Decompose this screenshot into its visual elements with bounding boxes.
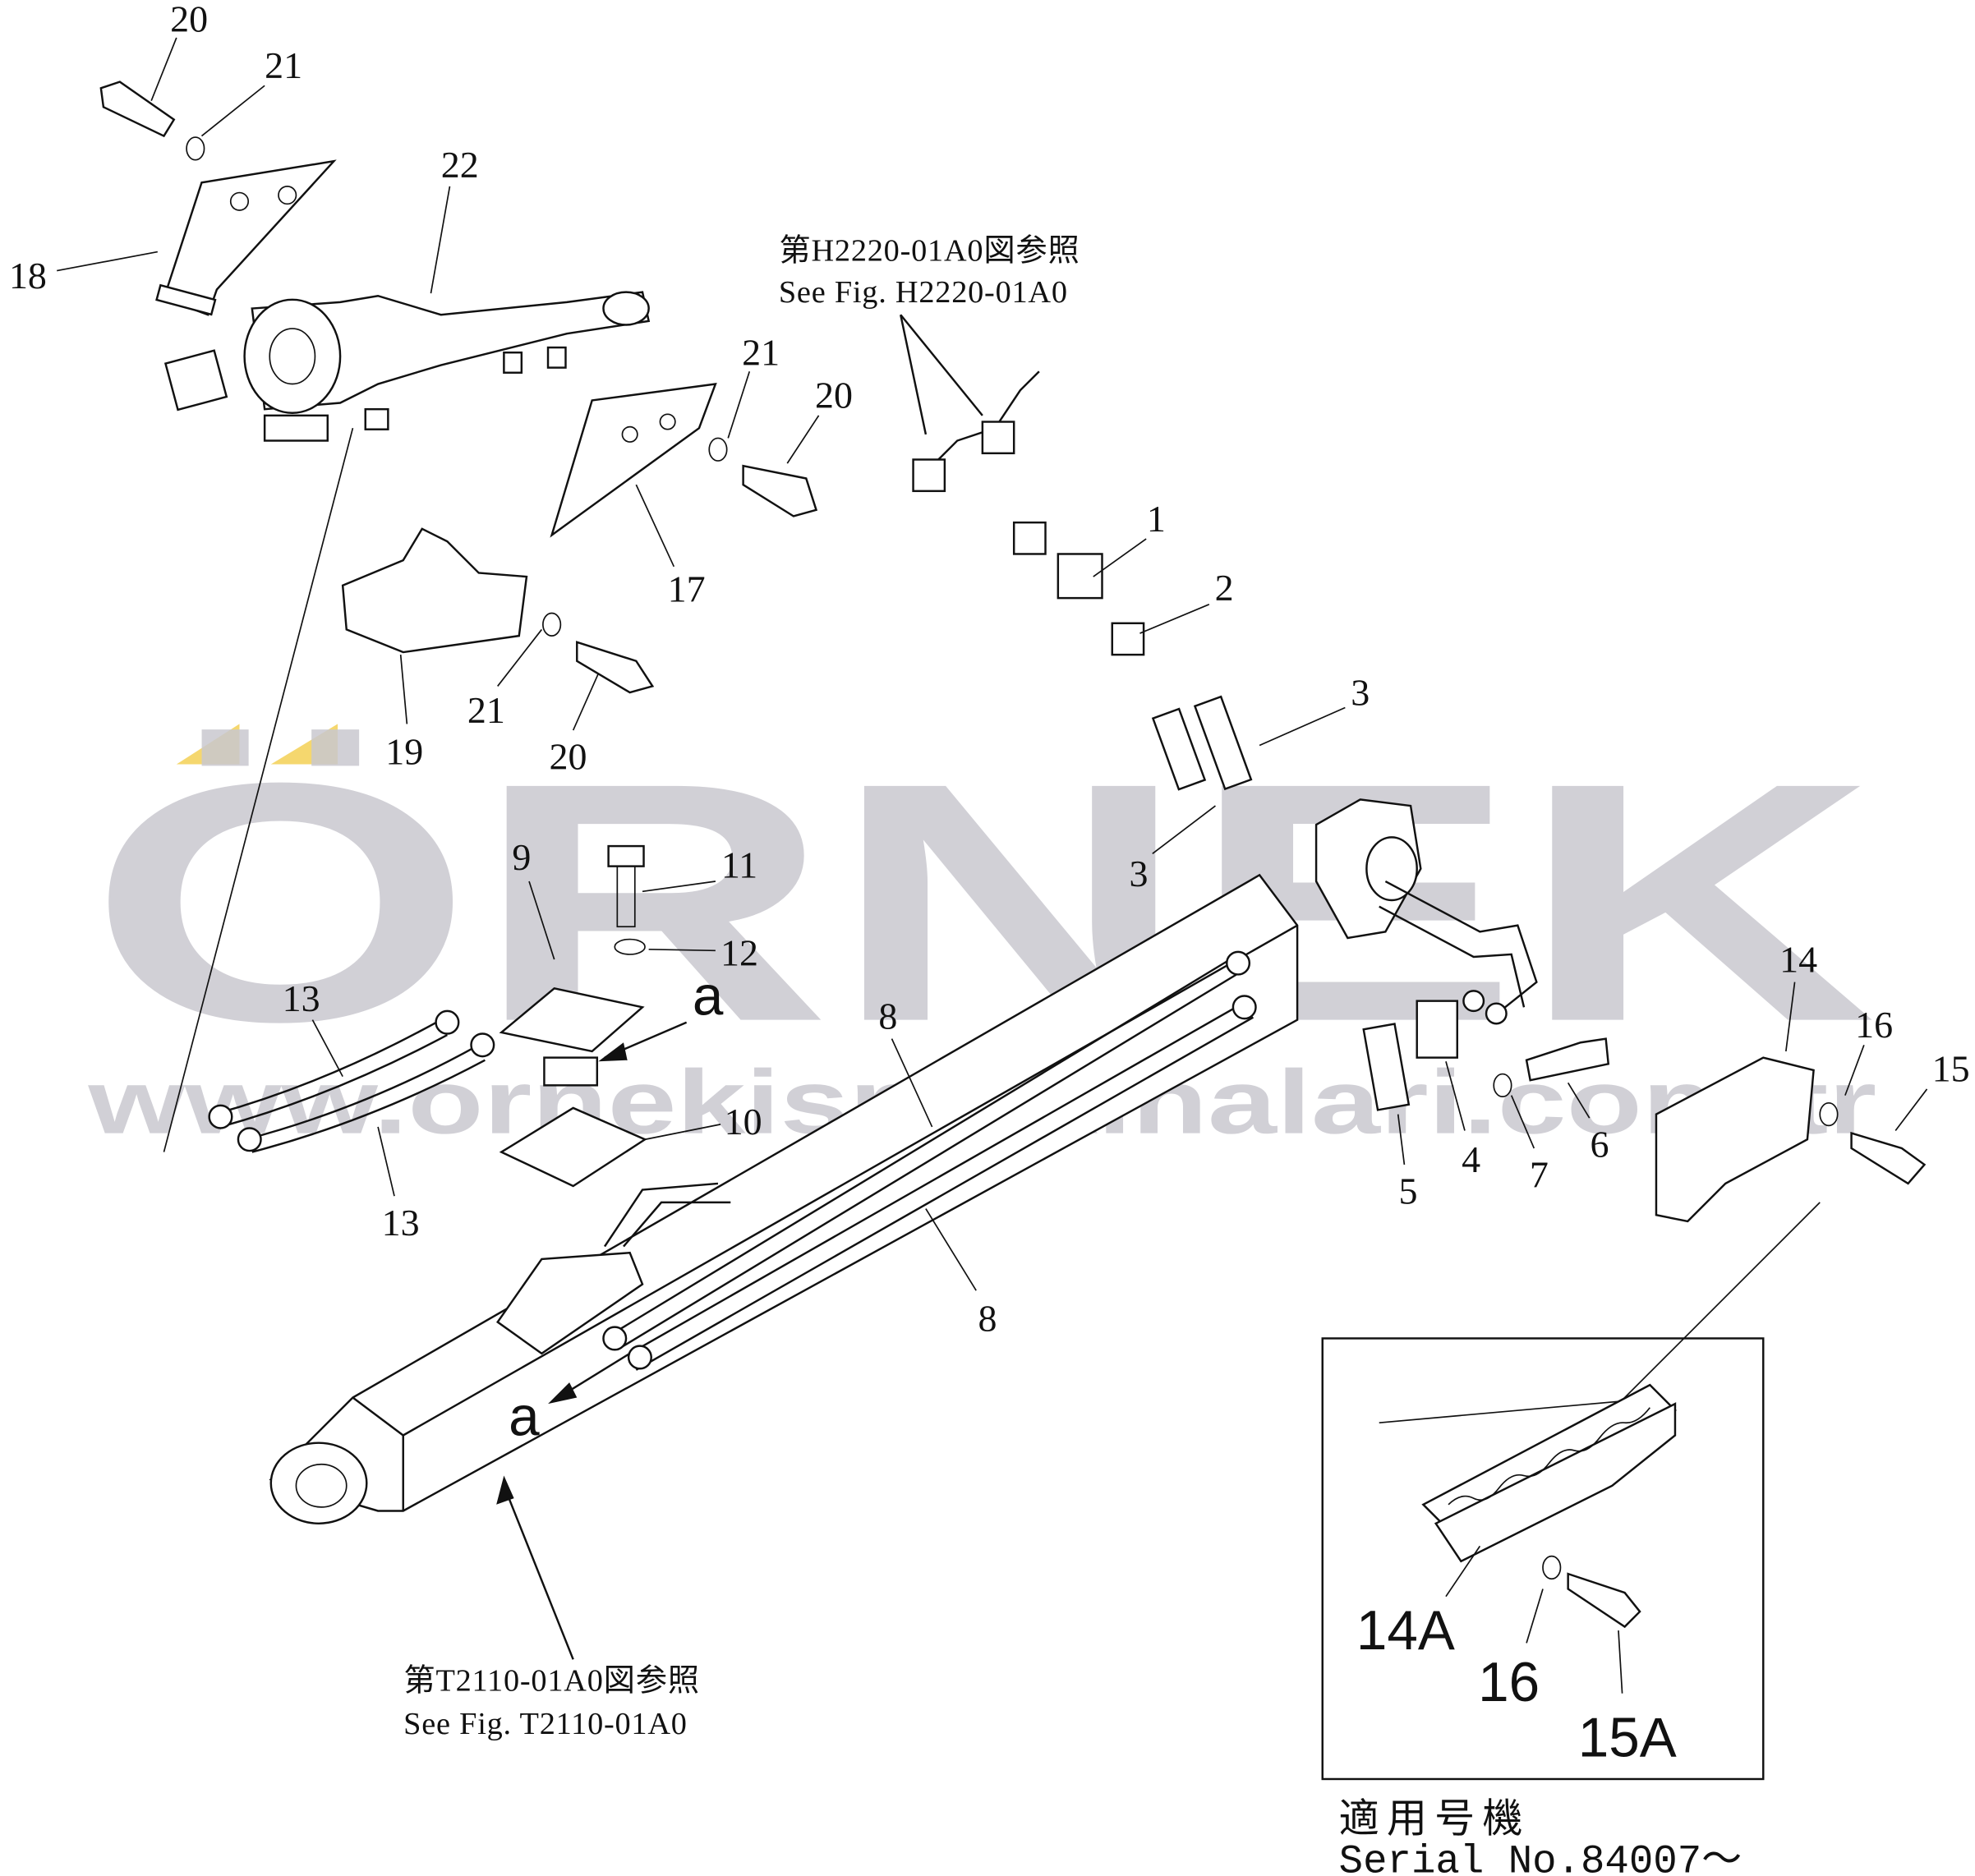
watermark: ÖRNEK www.ornekismakinalari.com.tr [87,712,1876,1153]
fittings [912,370,1538,1025]
inset-box: 14A 16 15A [1321,1337,1765,1781]
callout-a: a [693,966,724,1028]
part-1 [1057,553,1103,600]
plate-17 [550,383,717,538]
callout-19: 19 [385,730,423,772]
callout-11: 11 [721,844,757,885]
applicable-serial-jp: 適用号機 [1339,1797,1531,1844]
callout-5: 5 [1398,1170,1417,1212]
callout-15: 15 [1932,1048,1970,1090]
callout-1: 1 [1147,498,1166,540]
reference-top-en: See Fig. H2220-01A0 [779,275,1068,310]
callout-10: 10 [725,1101,762,1143]
callout-9: 9 [512,836,531,878]
callout-8: 8 [878,995,897,1037]
plate-9 [499,986,645,1053]
serial-number: Serial No.84007～ [1339,1838,1743,1876]
callout-18: 18 [9,255,47,297]
figure-references: 第H2220-01A0図参照 See Fig. H2220-01A0 第T211… [403,232,1080,1740]
callout-16: 16 [1855,1004,1893,1046]
callout-20: 20 [550,736,587,778]
inset-callout-16: 16 [1478,1652,1540,1713]
callout-21: 21 [742,332,780,374]
callout-20: 20 [815,375,853,416]
watermark-accent-right [270,724,338,765]
callout-7: 7 [1530,1154,1549,1196]
hoses-13 [208,1009,495,1153]
block [543,1056,599,1087]
leader-lines [57,37,1928,1660]
part-4 [1416,1000,1458,1059]
inset-callout-15a: 15A [1578,1707,1677,1768]
boom [269,873,1299,1525]
reference-bottom-jp: 第T2110-01A0図参照 [403,1663,699,1699]
callout-a: a [509,1386,540,1447]
callout-2: 2 [1215,567,1234,609]
callout-labels: 20 21 22 18 21 20 17 19 21 20 1 2 3 3 9 … [9,0,1970,1447]
bolt-11 [607,844,645,867]
hoses-8 [602,950,1257,1371]
callout-8: 8 [978,1297,997,1339]
inset-callout-14a: 14A [1356,1600,1455,1662]
part-14 [1655,1056,1815,1223]
watermark-brand: ÖRNEK [89,712,1877,1092]
part-5 [1362,1023,1411,1111]
callout-3: 3 [1129,853,1148,894]
callout-12: 12 [720,932,758,974]
callout-13: 13 [382,1202,420,1244]
cylinder-assembly [155,159,651,442]
guard-19 [341,527,528,654]
reference-bottom-en: See Fig. T2110-01A0 [403,1707,688,1741]
callout-22: 22 [441,144,479,186]
callout-6: 6 [1590,1124,1609,1166]
callout-17: 17 [668,568,706,610]
reference-top-jp: 第H2220-01A0図参照 [779,232,1080,268]
bracket-18 [162,159,337,316]
callout-4: 4 [1462,1138,1480,1180]
callout-3: 3 [1351,671,1370,713]
callout-14: 14 [1779,938,1817,980]
callout-20: 20 [170,0,208,39]
bolts [99,80,1927,1185]
watermark-accent-left [176,724,240,765]
part-2 [1111,622,1145,656]
callout-21: 21 [265,44,302,86]
callout-13: 13 [283,977,320,1019]
callout-21: 21 [467,689,505,731]
